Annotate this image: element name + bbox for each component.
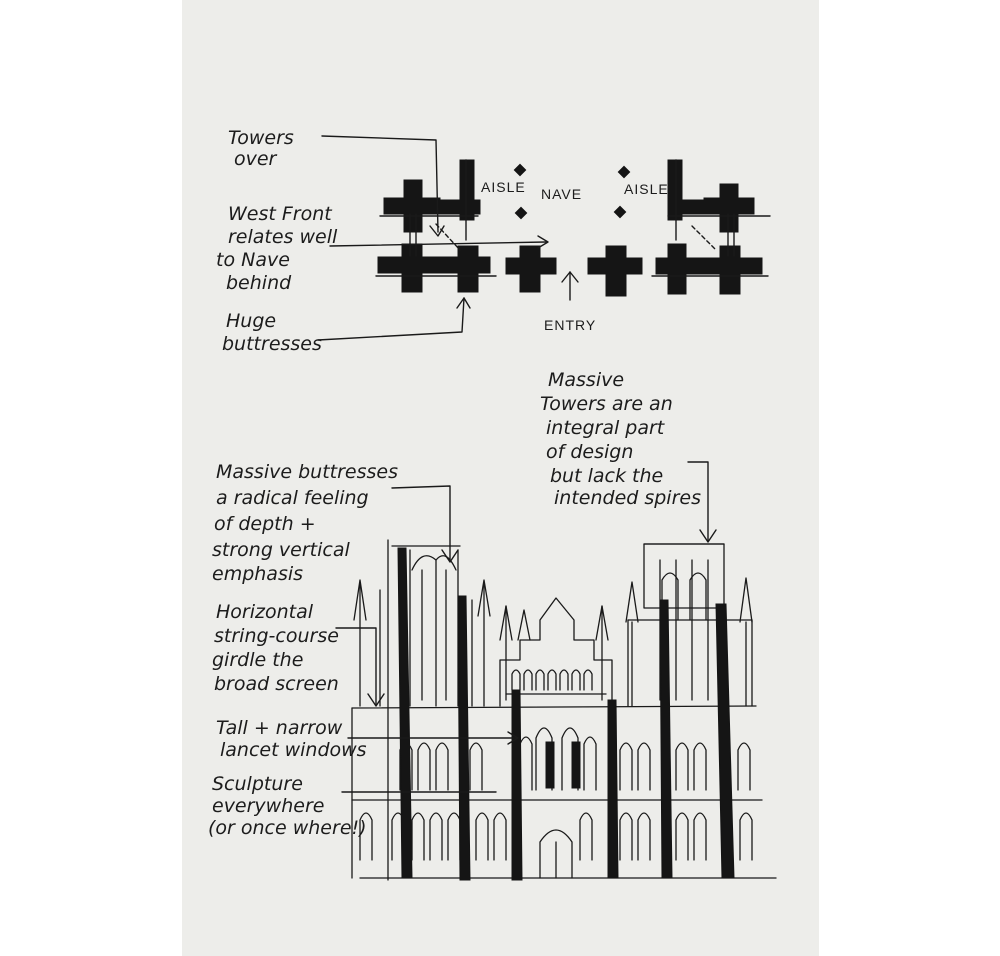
- floor-plan: AISLE NAVE AISLE ENTRY: [375, 159, 771, 333]
- note-massive-buttresses-line-5: emphasis: [212, 563, 303, 585]
- plan-label-entry: ENTRY: [544, 317, 596, 333]
- note-towers-right-line-5: but lack the: [550, 465, 663, 487]
- elevation-annotations: Massive buttresses a radical feeling of …: [208, 369, 717, 839]
- note-sculpture-line-1: Sculpture: [212, 773, 303, 795]
- note-sculpture-line-2: everywhere: [212, 795, 324, 817]
- note-massive-buttresses-line-3: of depth +: [214, 513, 316, 535]
- note-buttresses-line-1: Huge: [226, 310, 276, 332]
- note-westfront-line-4: behind: [226, 272, 292, 294]
- note-lancet-line-1: Tall + narrow: [216, 717, 343, 739]
- note-horizontal-line-4: broad screen: [214, 673, 339, 695]
- note-horizontal-line-3: girdle the: [212, 649, 303, 671]
- note-buttresses-line-2: buttresses: [222, 333, 322, 355]
- note-lancet-line-2: lancet windows: [220, 739, 367, 761]
- note-towers-right-line-6: intended spires: [554, 487, 701, 509]
- note-towers-right-line-1: Massive: [548, 369, 624, 391]
- note-towers-right-line-2: Towers are an: [540, 393, 673, 415]
- note-horizontal-line-2: string-course: [214, 625, 339, 647]
- note-westfront-line-1: West Front: [228, 203, 333, 225]
- note-westfront-line-3: to Nave: [216, 249, 290, 271]
- note-horizontal-line-1: Horizontal: [216, 601, 314, 623]
- note-towers-line-2: over: [234, 148, 278, 170]
- plan-annotations: Towers over West Front relates well to N…: [216, 127, 549, 355]
- note-westfront-line-2: relates well: [228, 226, 338, 248]
- plan-label-aisle-left: AISLE: [481, 179, 526, 195]
- west-front-elevation: [351, 539, 777, 881]
- note-massive-buttresses-line-2: a radical feeling: [216, 487, 369, 509]
- note-massive-buttresses-line-4: strong vertical: [212, 539, 350, 561]
- note-massive-buttresses-line-1: Massive buttresses: [216, 461, 398, 483]
- note-towers-right-line-3: integral part: [546, 417, 666, 439]
- note-sculpture-line-3: (or once where!): [208, 817, 367, 839]
- note-towers-right-line-4: of design: [546, 441, 633, 463]
- sketch-paper: [182, 0, 819, 956]
- note-towers-line-1: Towers: [228, 127, 294, 149]
- plan-label-aisle-right: AISLE: [624, 181, 669, 197]
- plan-label-nave: NAVE: [541, 186, 582, 202]
